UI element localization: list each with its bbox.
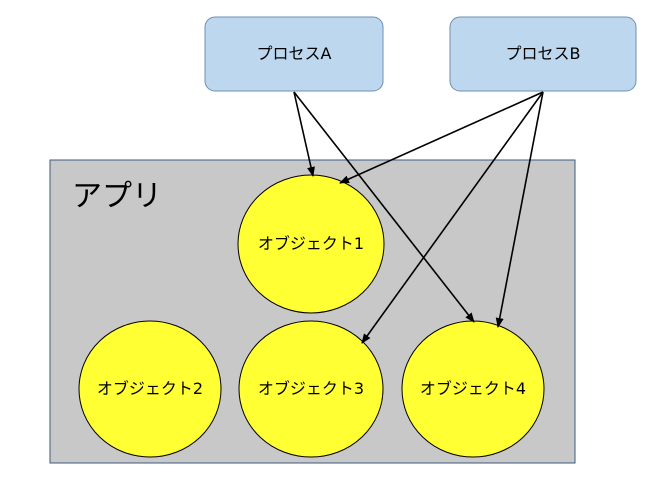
process-label: プロセスB	[506, 44, 581, 63]
arrow-A-obj1	[293, 91, 315, 177]
process-B: プロセスB	[449, 16, 637, 92]
object-ellipse	[78, 320, 222, 458]
process-box	[204, 16, 384, 92]
object-obj1: オブジェクト1	[237, 174, 385, 314]
arrow-A-obj4	[293, 91, 475, 323]
arrow-B-obj1	[339, 91, 544, 184]
object-label: オブジェクト1	[258, 234, 364, 253]
arrows	[293, 91, 544, 344]
object-obj3: オブジェクト3	[238, 320, 384, 458]
object-label: オブジェクト3	[258, 379, 364, 398]
app-label: アプリ	[72, 179, 162, 214]
object-obj4: オブジェクト4	[401, 320, 545, 458]
arrow-B-obj4	[495, 91, 544, 328]
object-label: オブジェクト4	[420, 379, 526, 398]
process-A: プロセスA	[204, 16, 384, 92]
process-box	[449, 16, 637, 92]
process-label: プロセスA	[257, 44, 332, 63]
object-ellipse	[238, 320, 384, 458]
arrow-B-obj3	[361, 91, 544, 344]
object-obj2: オブジェクト2	[78, 320, 222, 458]
object-label: オブジェクト2	[97, 379, 203, 398]
